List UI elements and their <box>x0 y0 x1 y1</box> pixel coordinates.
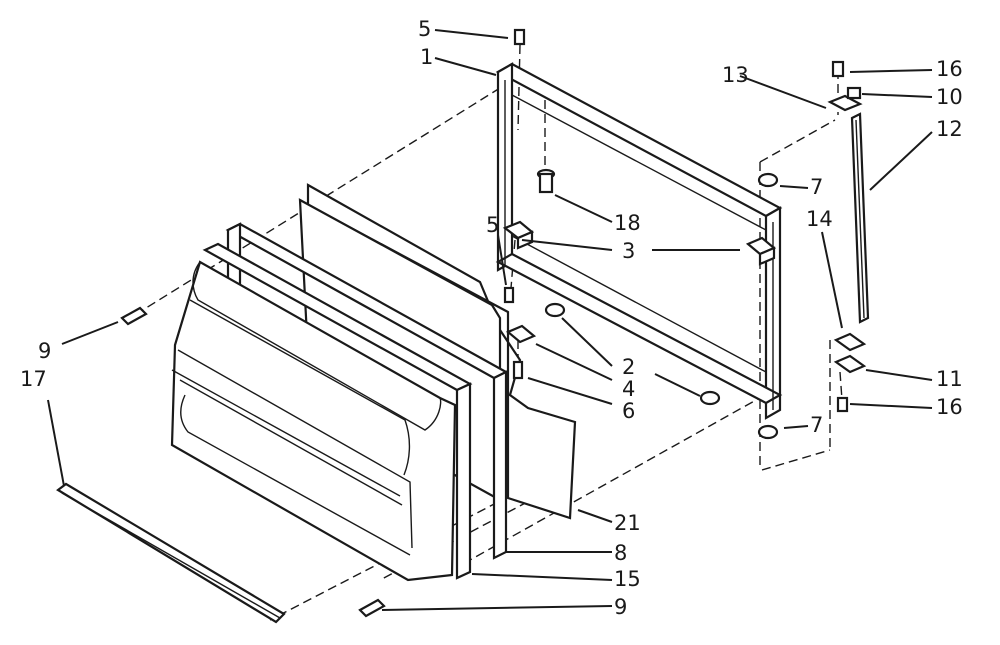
hinge-icon <box>833 332 867 374</box>
leader-lines <box>47 29 933 611</box>
hinge-rod-part-12 <box>850 112 870 324</box>
screw-icon <box>120 306 148 326</box>
door-liner-shell <box>170 260 457 582</box>
callout-21: 21 <box>614 511 641 535</box>
callout-13: 13 <box>722 63 749 87</box>
door-gasket-part-15 <box>202 242 473 580</box>
cap-icon <box>757 172 779 440</box>
door-frame-part-1 <box>495 62 783 420</box>
screw-icon <box>512 360 524 380</box>
callout-16: 16 <box>936 395 963 419</box>
callout-15: 15 <box>614 567 641 591</box>
callout-6: 6 <box>622 399 635 423</box>
washer-icon <box>544 302 721 406</box>
screw-icon <box>503 286 515 304</box>
callout-9: 9 <box>614 595 627 619</box>
callout-5: 5 <box>418 17 431 41</box>
plug-icon <box>536 168 556 194</box>
callout-10: 10 <box>936 85 963 109</box>
screw-icon <box>836 396 849 413</box>
callout-12: 12 <box>936 117 963 141</box>
callout-labels: 5 1 13 16 10 12 7 18 14 5 3 2 4 6 7 11 1… <box>20 17 963 619</box>
callout-14: 14 <box>806 207 833 231</box>
callout-16: 16 <box>936 57 963 81</box>
screw-icon <box>513 28 526 46</box>
bracket-icon <box>745 236 777 266</box>
callout-3: 3 <box>622 239 635 263</box>
callout-5: 5 <box>486 213 499 237</box>
screw-icon <box>831 60 845 78</box>
trim-strip-part-17 <box>56 482 286 624</box>
callout-2: 2 <box>622 355 635 379</box>
callout-9: 9 <box>38 339 51 363</box>
hinge-icon <box>827 86 863 112</box>
callout-11: 11 <box>936 367 963 391</box>
bracket-icon <box>505 324 537 344</box>
callout-7: 7 <box>810 175 823 199</box>
screw-icon <box>358 598 386 618</box>
callout-1: 1 <box>420 45 433 69</box>
callout-7: 7 <box>810 413 823 437</box>
callout-17: 17 <box>20 367 47 391</box>
callout-8: 8 <box>614 541 627 565</box>
callout-4: 4 <box>622 377 635 401</box>
callout-18: 18 <box>614 211 641 235</box>
